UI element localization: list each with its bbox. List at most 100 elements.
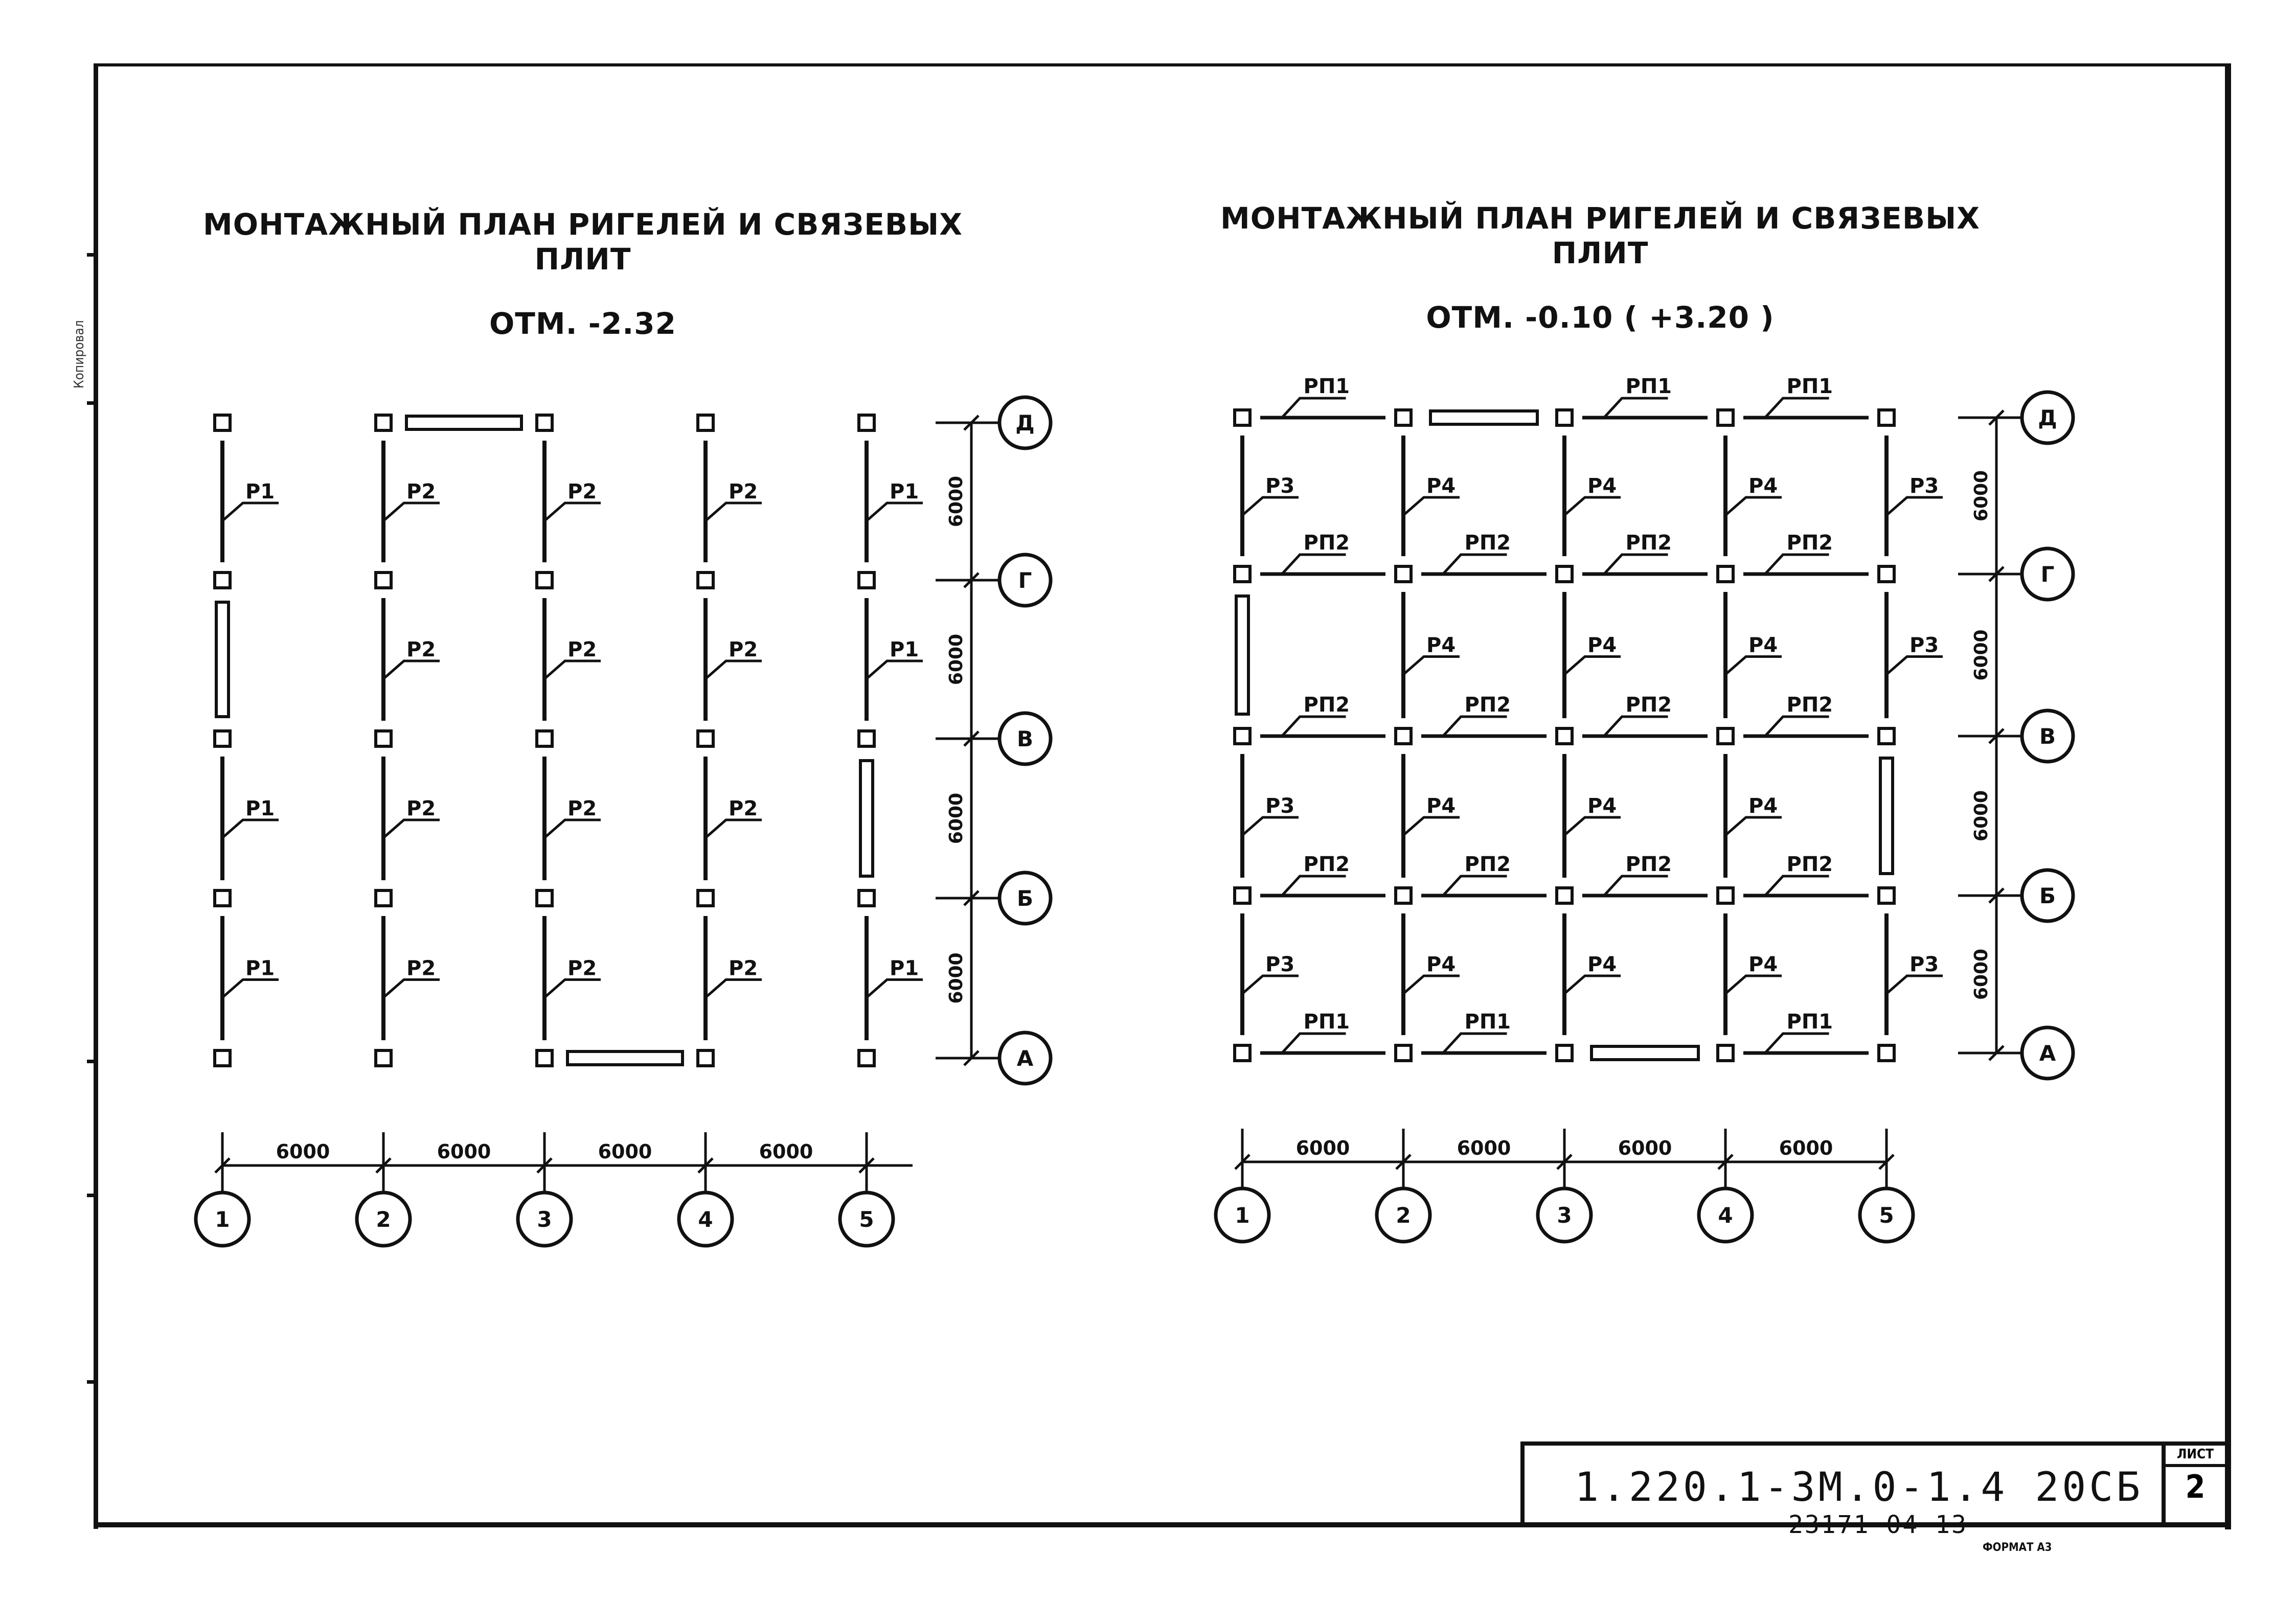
- beam-leader: [704, 659, 762, 680]
- right-plan-subtitle: ОТМ. -0.10 ( +3.20 ): [1426, 300, 1775, 335]
- beam-label: Р1: [245, 480, 275, 504]
- col-axis-bubble: [355, 1191, 412, 1248]
- beam-leader: [1241, 496, 1299, 516]
- tie-plate: [566, 1050, 684, 1066]
- column-square: [857, 571, 876, 589]
- slab-leader: [1281, 397, 1346, 419]
- dimension-tick: [697, 1157, 714, 1174]
- column-square: [1877, 886, 1896, 905]
- row-dimension-text: 6000: [1971, 470, 1992, 521]
- sheet-label: ЛИСТ: [2166, 1445, 2225, 1467]
- dimension-tick: [858, 1157, 875, 1174]
- beam-label: Р3: [1909, 953, 1939, 976]
- col-axis-bubble: [194, 1191, 251, 1248]
- column-square: [1233, 1044, 1252, 1062]
- row-dimension-text: 6000: [946, 952, 967, 1003]
- slab-label: РП1: [1787, 375, 1833, 398]
- row-axis-bubble: [2020, 868, 2075, 923]
- slab-label: РП2: [1465, 531, 1511, 555]
- column-square: [1716, 1044, 1735, 1062]
- slab-leader: [1764, 397, 1829, 419]
- beam-leader: [382, 501, 440, 522]
- beam-label: Р2: [567, 797, 597, 820]
- column-square: [535, 414, 554, 432]
- col-dimension-text: 6000: [759, 1140, 813, 1163]
- row-axis-label: Г: [2041, 562, 2055, 587]
- row-dimension-text: 6000: [1971, 629, 1992, 680]
- col-axis-bubble: [1858, 1186, 1915, 1244]
- slab-leader: [1442, 875, 1507, 897]
- open-bay-beam: [1879, 757, 1894, 875]
- beam-leader: [1724, 816, 1782, 836]
- col-dimension-text: 6000: [1296, 1137, 1350, 1159]
- slab-label: РП1: [1304, 375, 1350, 398]
- beam-leader: [382, 659, 440, 680]
- slab-label: РП2: [1304, 853, 1350, 876]
- beam-label: Р4: [1587, 634, 1617, 657]
- column-square: [1394, 565, 1413, 583]
- slab-label: РП2: [1304, 693, 1350, 717]
- slab-leader: [1281, 1032, 1346, 1054]
- beam-leader: [866, 978, 923, 999]
- beam-label: Р2: [406, 480, 436, 504]
- dimension-tick: [1988, 1045, 2005, 1061]
- row-axis-bubble: [997, 1031, 1053, 1086]
- column-square: [1877, 727, 1896, 745]
- slab-leader: [1281, 875, 1346, 897]
- column-square: [1716, 886, 1735, 905]
- dimension-tick: [963, 730, 980, 747]
- beam-leader: [1402, 496, 1460, 516]
- beam-label: Р3: [1265, 953, 1294, 976]
- beam-leader: [543, 978, 601, 999]
- slab-label: РП2: [1304, 531, 1350, 555]
- dimension-tick: [1395, 1154, 1412, 1170]
- beam-label: Р4: [1748, 474, 1778, 498]
- column-square: [696, 1049, 715, 1067]
- column-square: [1233, 886, 1252, 905]
- slab-leader: [1442, 553, 1507, 575]
- dimension-tick: [1988, 887, 2005, 904]
- beam-label: Р4: [1748, 634, 1778, 657]
- slab-leader: [1603, 553, 1668, 575]
- row-axis-label: А: [1017, 1046, 1034, 1071]
- col-axis-label: 4: [1718, 1203, 1733, 1228]
- tie-plate: [405, 415, 523, 431]
- dimension-tick: [1556, 1154, 1573, 1170]
- beam-label: Р4: [1587, 474, 1617, 498]
- slab-label: РП2: [1787, 693, 1833, 717]
- beam-label: Р4: [1748, 794, 1778, 818]
- beam-label: Р4: [1587, 953, 1617, 976]
- slab-label: РП2: [1626, 693, 1672, 717]
- col-dimension-text: 6000: [1457, 1137, 1511, 1159]
- column-square: [1877, 1044, 1896, 1062]
- row-dimension-text: 6000: [946, 634, 967, 685]
- beam-leader: [1563, 496, 1621, 516]
- slab-leader: [1603, 397, 1668, 419]
- beam-leader: [704, 818, 762, 839]
- column-square: [535, 571, 554, 589]
- beam-leader: [221, 818, 279, 839]
- open-bay-beam: [215, 601, 230, 718]
- beam-leader: [1402, 974, 1460, 995]
- column-square: [1555, 727, 1574, 745]
- beam-leader: [704, 501, 762, 522]
- beam-label: Р1: [890, 480, 919, 504]
- dimension-tick: [963, 1050, 980, 1066]
- beam-leader: [1885, 655, 1943, 676]
- beam-leader: [543, 659, 601, 680]
- slab-label: РП2: [1626, 531, 1672, 555]
- beam-leader: [1241, 974, 1299, 995]
- col-dimension-text: 6000: [276, 1140, 330, 1163]
- column-square: [857, 414, 876, 432]
- beam-label: Р2: [406, 797, 436, 820]
- beam-leader: [1563, 816, 1621, 836]
- row-axis-bubble: [2020, 1025, 2075, 1081]
- beam-label: Р2: [729, 638, 758, 661]
- beam-label: Р4: [1426, 474, 1456, 498]
- row-axis-bubble: [2020, 546, 2075, 602]
- beam-leader: [1563, 655, 1621, 676]
- beam-leader: [866, 501, 923, 522]
- beam-leader: [1402, 655, 1460, 676]
- beam-label: Р1: [890, 957, 919, 980]
- beam-label: Р2: [406, 638, 436, 661]
